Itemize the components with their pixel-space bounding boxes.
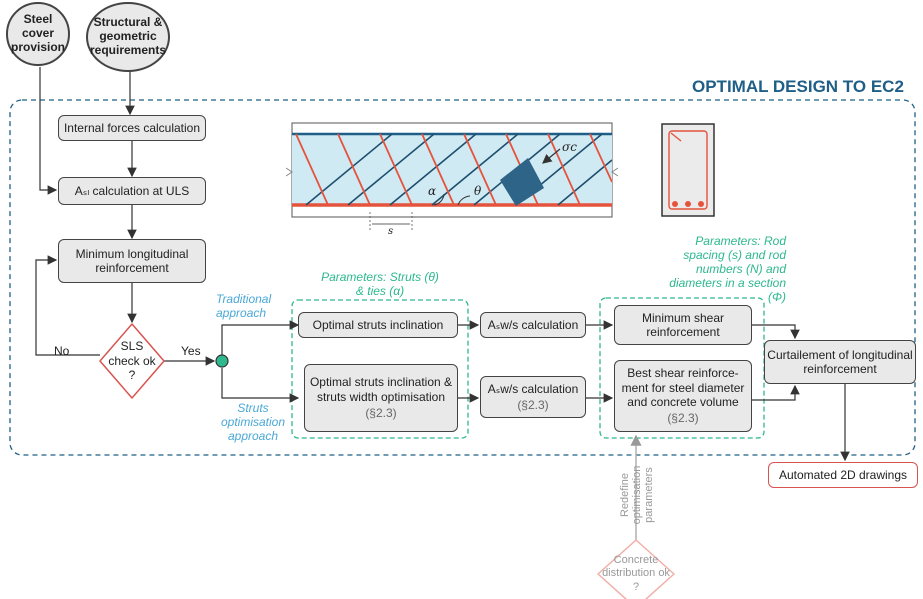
best-shear-text: Best shear reinforce-ment for steel diam… bbox=[621, 366, 745, 409]
asw-calc-box-2: Aₛw/s calculation (§2.3) bbox=[480, 376, 586, 418]
traditional-approach-label: Traditional approach bbox=[216, 292, 272, 320]
structural-requirements-node: Structural & geometric requirements bbox=[86, 2, 170, 72]
sls-check-label: SLS check ok ? bbox=[108, 339, 156, 383]
curtailment-box: Curtailement of longitudinal reinforceme… bbox=[764, 340, 916, 384]
sls-diamond-shape bbox=[99, 323, 165, 399]
struts-optimisation-label: Struts optimisation approach bbox=[220, 401, 286, 443]
sigma-label: σc bbox=[562, 140, 577, 154]
ad-calculation-box: Aₛₗ calculation at ULS bbox=[58, 177, 206, 205]
alpha-label: α bbox=[428, 184, 437, 198]
diagram-title: OPTIMAL DESIGN TO EC2 bbox=[692, 77, 904, 96]
steel-cover-node: Steel cover provision bbox=[6, 2, 70, 66]
junction-node bbox=[215, 354, 229, 368]
automated-drawings-box: Automated 2D drawings bbox=[768, 462, 918, 488]
asw-calc-2-ref: (§2.3) bbox=[517, 398, 549, 412]
struts-width-text: Optimal struts inclination & struts widt… bbox=[309, 375, 453, 404]
internal-forces-box: Internal forces calculation bbox=[58, 115, 206, 141]
yes-label: Yes bbox=[181, 344, 201, 358]
concrete-distribution-label: Concrete distribution ok ? bbox=[602, 554, 670, 593]
redefine-params-label: Redefine optimisation parameters bbox=[619, 465, 656, 525]
params-struts-label: Parameters: Struts (θ) & ties (α) bbox=[321, 270, 439, 298]
struts-width-box: Optimal struts inclination & struts widt… bbox=[304, 364, 458, 432]
params-rods-label: Parameters: Rod spacing (s) and rod numb… bbox=[669, 234, 786, 304]
asw-calc-box-1: Aₛw/s calculation bbox=[480, 312, 586, 338]
no-label: No bbox=[54, 344, 70, 358]
theta-label: θ bbox=[474, 184, 482, 198]
beam-illustration bbox=[285, 122, 619, 230]
best-shear-box: Best shear reinforce-ment for steel diam… bbox=[614, 360, 752, 432]
asw-calc-2-text: Aₛw/s calculation bbox=[487, 381, 579, 396]
min-longitudinal-box: Minimum longitudinal reinforcement bbox=[58, 239, 206, 283]
ec2-frame bbox=[9, 99, 916, 456]
best-shear-ref: (§2.3) bbox=[667, 411, 699, 426]
params-group-1 bbox=[291, 299, 469, 439]
concrete-diamond-shape bbox=[597, 539, 675, 599]
cross-section-illustration bbox=[661, 123, 715, 217]
spacing-label: s bbox=[388, 226, 394, 237]
min-shear-box: Minimum shear reinforcement bbox=[614, 305, 752, 345]
optimal-struts-box: Optimal struts inclination bbox=[298, 312, 458, 338]
struts-width-ref: (§2.3) bbox=[365, 406, 397, 421]
